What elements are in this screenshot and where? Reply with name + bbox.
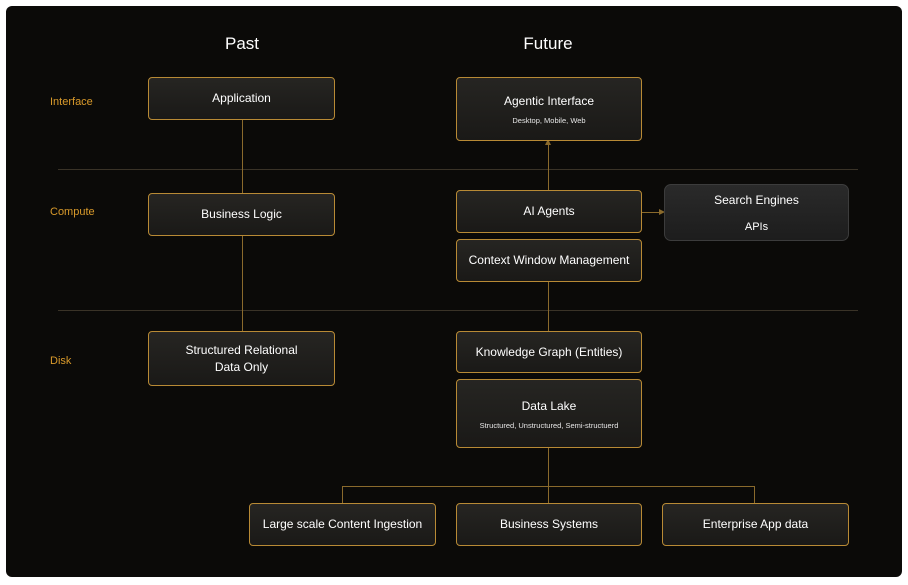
context-window-box: Context Window Management [456,239,642,282]
knowledge-graph-box: Knowledge Graph (Entities) [456,331,642,373]
row-divider-2 [58,310,858,311]
sources-bracket-left [342,486,343,503]
column-title-past: Past [224,34,260,53]
agentic-interface-title: Agentic Interface [503,94,595,108]
structured-data-label-1: Structured Relational [185,342,298,357]
structured-data-label-2: Data Only [214,359,269,374]
ai-agents-label: AI Agents [523,204,575,218]
arrow-right-icon [659,209,665,215]
diagram-canvas: Past Future Interface Compute Disk Appli… [6,6,902,577]
agentic-interface-subtitle: Desktop, Mobile, Web [512,116,586,125]
apis-label: APIs [744,221,769,233]
future-connector-context-kg [548,282,549,331]
search-engines-label: Search Engines [714,193,799,207]
business-logic-box: Business Logic [148,193,335,236]
column-title-future: Future [523,34,573,53]
ai-agents-box: AI Agents [456,190,642,233]
enterprise-app-box: Enterprise App data [662,503,849,546]
row-label-interface: Interface [50,96,93,108]
row-label-compute: Compute [50,206,95,218]
context-window-label: Context Window Management [468,253,630,267]
data-lake-subtitle: Structured, Unstructured, Semi-structuer… [479,420,619,430]
content-ingestion-box: Large scale Content Ingestion [249,503,436,546]
search-engines-box: Search Engines APIs [664,184,849,241]
enterprise-app-label: Enterprise App data [702,517,809,531]
arrow-up-icon [545,139,551,145]
structured-data-box: Structured Relational Data Only [148,331,335,386]
data-lake-box: Data Lake Structured, Unstructured, Semi… [456,379,642,448]
sources-bracket-right [754,486,755,503]
knowledge-graph-label: Knowledge Graph (Entities) [475,344,623,359]
application-box: Application [148,77,335,120]
agentic-interface-box: Agentic Interface Desktop, Mobile, Web [456,77,642,141]
future-connector-lake-sources [548,448,549,503]
data-lake-title: Data Lake [521,398,577,413]
sources-bracket [342,486,755,487]
past-connector-2 [242,236,243,331]
content-ingestion-label: Large scale Content Ingestion [262,517,423,531]
business-systems-label: Business Systems [499,517,599,531]
agents-to-search-connector [642,212,662,213]
future-connector-agents-interface [548,144,549,190]
business-systems-box: Business Systems [456,503,642,546]
past-connector-1 [242,120,243,193]
business-logic-label: Business Logic [201,207,282,221]
row-label-disk: Disk [50,355,72,367]
row-divider-1 [58,169,858,170]
application-label: Application [212,91,271,105]
